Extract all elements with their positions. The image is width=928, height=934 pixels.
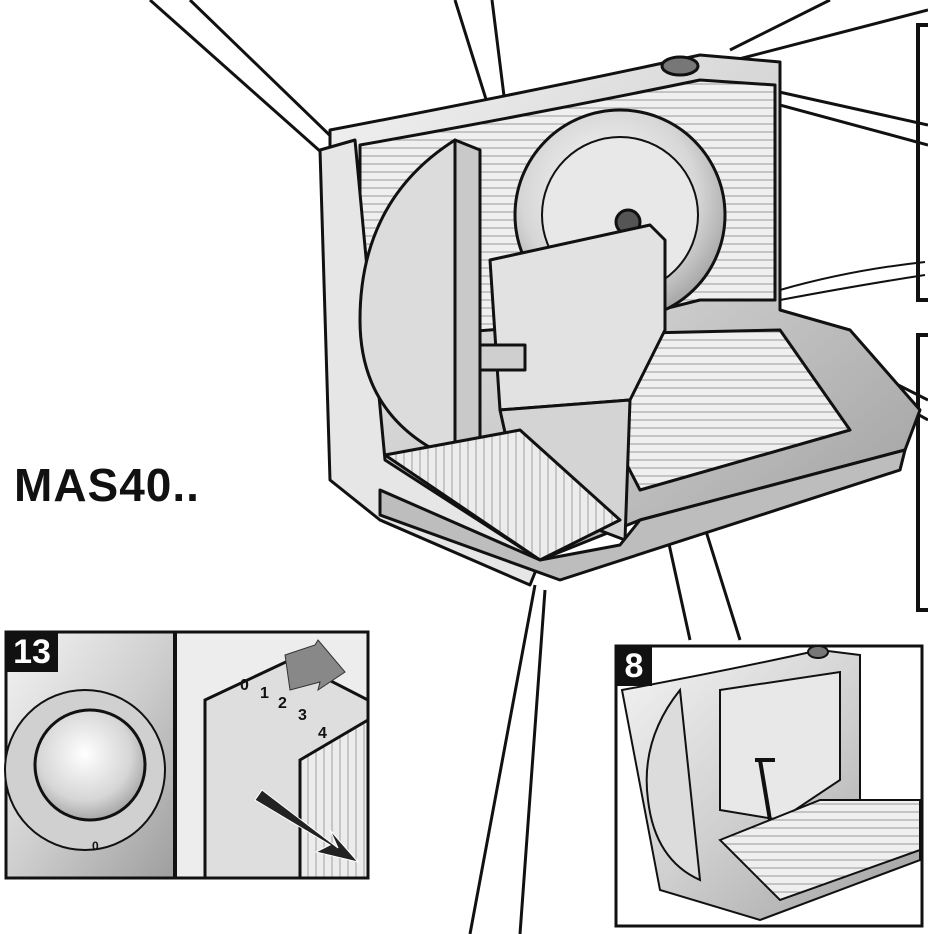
mini-pusher [719,670,841,822]
base-plate [383,428,622,562]
arrow-icon [254,789,360,863]
scale-mark-1: 1 [260,685,269,702]
leader-line [149,0,347,162]
slicer-main [318,53,926,587]
figure-number-8: 8 [616,646,652,686]
switch-icon [660,55,700,77]
leader-line [729,0,928,62]
cropped-frame [916,23,928,302]
arrow-icon [755,758,775,821]
scale-ribs [298,717,370,880]
model-label: MAS40.. [14,459,200,511]
base-front [378,448,907,582]
dial-zero-label: 0 [92,839,99,853]
mini-guard [645,687,702,882]
scale-mark-3: 3 [298,707,307,724]
power-cord [779,261,926,301]
guard-plate [358,138,457,462]
scale-mark-2: 2 [278,695,287,712]
guard-edge [453,138,482,462]
cropped-frames [916,23,928,612]
inset-13: 0 1 2 3 4 0 [4,630,370,880]
pusher-grip [478,343,527,372]
leader-line [468,584,547,934]
arrow-icon [284,639,346,692]
food-pusher [488,223,667,412]
scale-mark-0: 0 [240,677,249,694]
scale-mark-4: 4 [318,725,327,742]
switch-icon [807,645,829,659]
figure-number-13: 13 [6,632,58,672]
dial-icon [33,708,147,822]
inset-8 [614,644,924,928]
cropped-frame [916,333,928,612]
mini-tray [718,799,921,902]
